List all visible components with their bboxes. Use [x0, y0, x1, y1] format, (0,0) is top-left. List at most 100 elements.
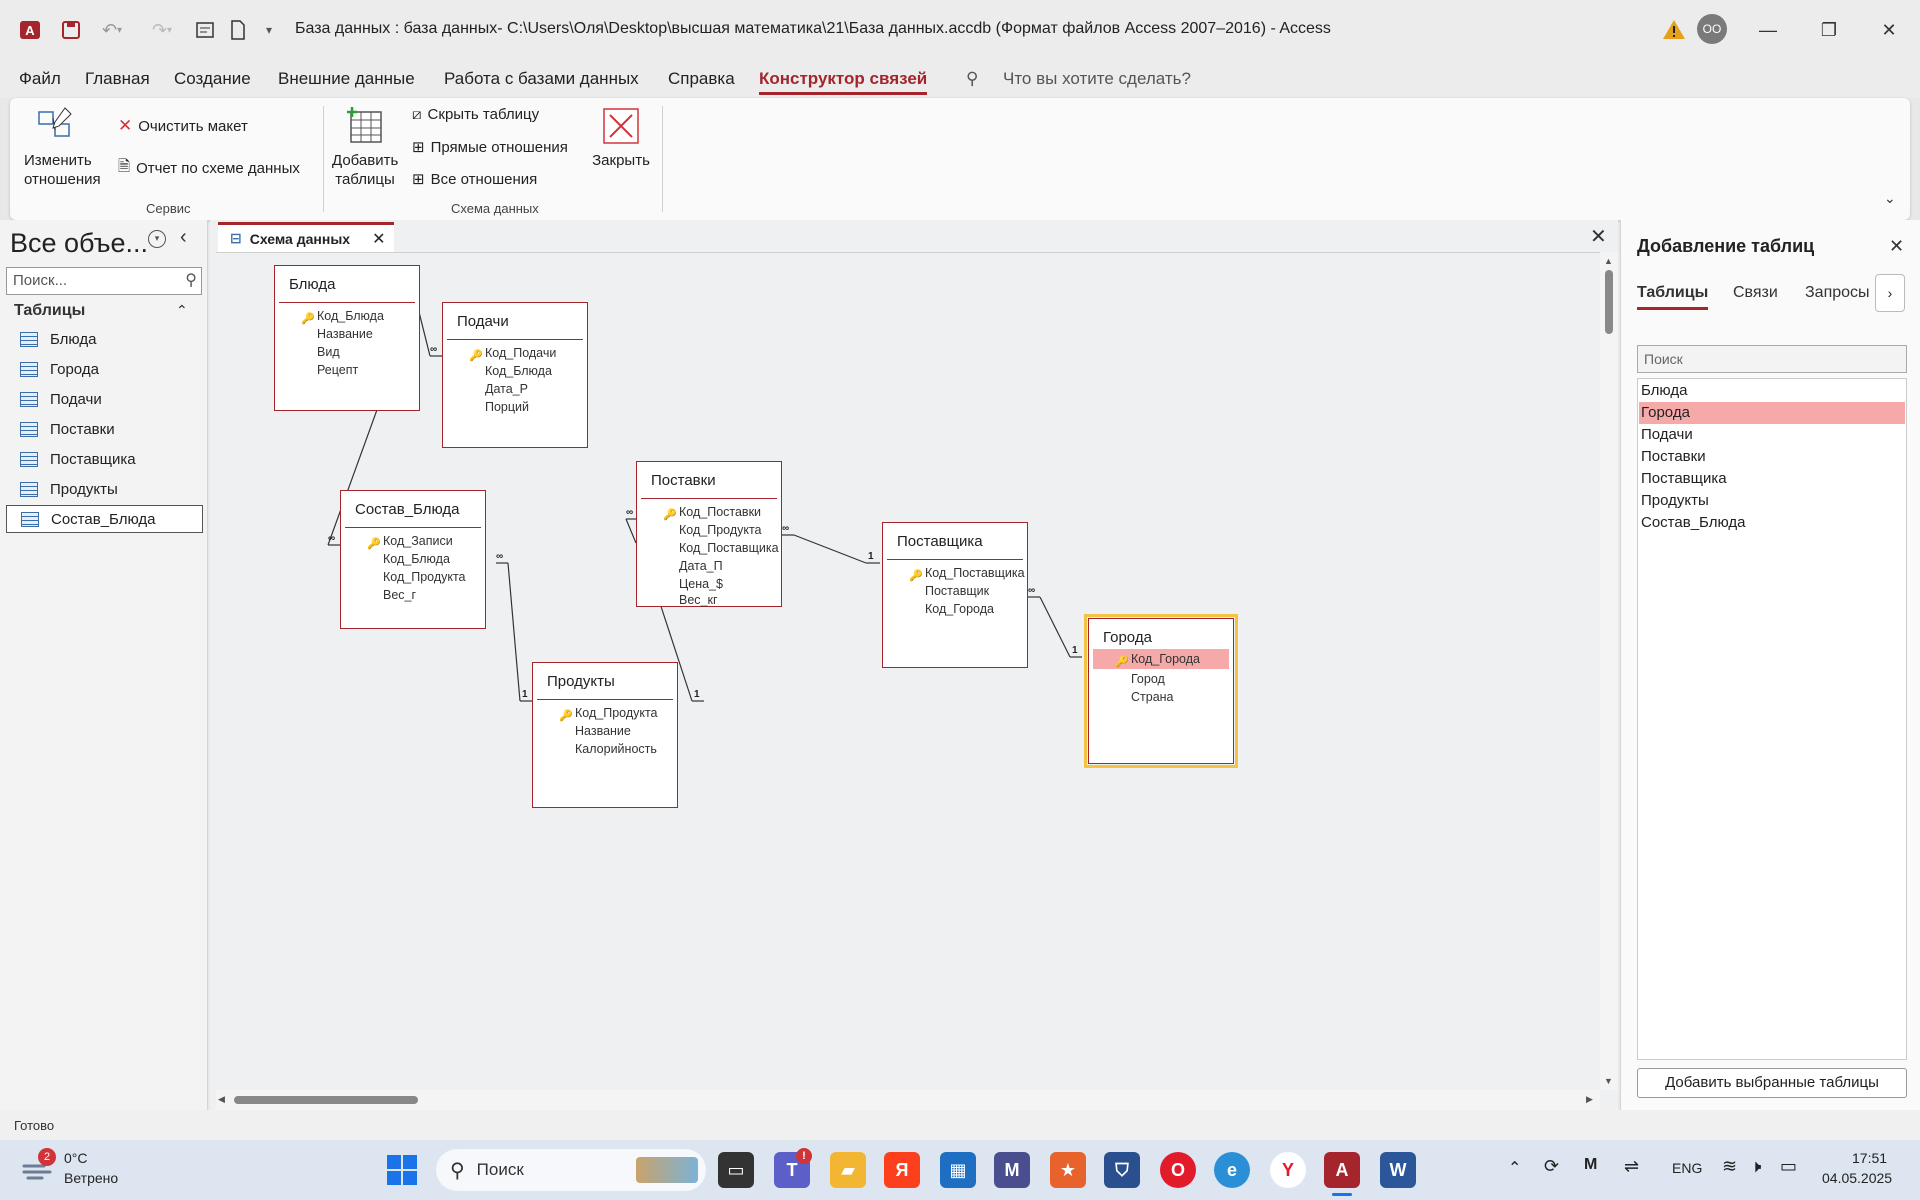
- table-field[interactable]: 🔑Код_Блюда: [279, 306, 415, 326]
- tab-external-data[interactable]: Внешние данные: [278, 69, 415, 88]
- shield-icon[interactable]: ⛉: [1104, 1152, 1140, 1188]
- table-window-cities[interactable]: Города 🔑Код_Города Город Страна: [1084, 614, 1238, 768]
- table-field[interactable]: Код_Поставщика: [641, 538, 779, 558]
- scroll-left-icon[interactable]: ◀: [218, 1094, 225, 1104]
- sync-icon[interactable]: ⟳: [1544, 1156, 1560, 1176]
- table-window-products[interactable]: Продукты 🔑Код_Продукта Название Калорийн…: [532, 662, 678, 808]
- table-field[interactable]: Дата_П: [641, 556, 777, 576]
- close-relationships-button[interactable]: Закрыть: [590, 106, 652, 170]
- tab-relations[interactable]: Связи: [1733, 284, 1778, 301]
- new-document-icon[interactable]: [224, 16, 252, 44]
- tab-queries[interactable]: Запросы: [1805, 284, 1870, 301]
- add-tables-button[interactable]: Добавить таблицы: [332, 106, 398, 189]
- clock-date[interactable]: 04.05.2025: [1822, 1170, 1893, 1186]
- file-explorer-icon[interactable]: ▰: [830, 1152, 866, 1188]
- user-avatar[interactable]: OO: [1697, 14, 1727, 44]
- add-selected-tables-button[interactable]: Добавить выбранные таблицы: [1637, 1068, 1907, 1098]
- table-field[interactable]: Дата_Р: [447, 379, 583, 399]
- nav-dropdown-icon[interactable]: ▾: [148, 230, 166, 248]
- table-field[interactable]: Порций: [447, 397, 583, 417]
- wifi-icon[interactable]: ≋: [1722, 1156, 1738, 1176]
- yandex-browser-icon[interactable]: Y: [1270, 1152, 1306, 1188]
- table-field[interactable]: Вес_кг: [641, 590, 777, 610]
- nav-item-dish-composition[interactable]: Состав_Блюда: [6, 505, 203, 533]
- relationship-line[interactable]: [625, 518, 637, 544]
- list-item[interactable]: Подачи: [1641, 426, 1693, 443]
- relationship-line[interactable]: [507, 562, 521, 702]
- table-window-dish-composition[interactable]: Состав_Блюда 🔑Код_Записи Код_Блюда Код_П…: [340, 490, 486, 629]
- app-tray-icon[interactable]: M: [1584, 1156, 1598, 1173]
- table-field[interactable]: Вес_г: [345, 585, 481, 605]
- table-window-suppliers[interactable]: Поставщика 🔑Код_Поставщика Поставщик Код…: [882, 522, 1028, 668]
- nav-item-servings[interactable]: Подачи: [6, 385, 203, 413]
- close-window-icon[interactable]: ✕: [1881, 19, 1897, 40]
- table-field[interactable]: Код_Продукта: [345, 567, 481, 587]
- horizontal-scrollbar[interactable]: ◀ ▶: [216, 1090, 1600, 1110]
- warning-icon[interactable]: [1662, 18, 1686, 42]
- opera-icon[interactable]: O: [1160, 1152, 1196, 1188]
- table-field[interactable]: Город: [1093, 669, 1229, 689]
- access-taskbar-icon[interactable]: A: [1324, 1152, 1360, 1188]
- mail-app-icon[interactable]: M: [994, 1152, 1030, 1188]
- clear-layout-button[interactable]: ✕ Очистить макет: [118, 116, 248, 136]
- table-field[interactable]: Код_Города: [887, 599, 1023, 619]
- nav-item-suppliers[interactable]: Поставщика: [6, 445, 203, 473]
- nav-section-tables[interactable]: Таблицы: [14, 302, 86, 319]
- start-icon[interactable]: [386, 1154, 418, 1186]
- taskbar-search[interactable]: ⚲ Поиск: [436, 1149, 706, 1191]
- vertical-scrollbar[interactable]: ▲ ▼: [1600, 252, 1618, 1090]
- relationship-line[interactable]: [327, 395, 383, 546]
- nav-item-deliveries[interactable]: Поставки: [6, 415, 203, 443]
- collapse-nav-icon[interactable]: ‹: [180, 226, 187, 248]
- redo-icon[interactable]: ↷ ▾: [151, 19, 173, 40]
- tab-help[interactable]: Справка: [668, 69, 735, 88]
- close-pane-icon[interactable]: ✕: [1889, 236, 1905, 256]
- edit-relationships-button[interactable]: Изменить отношения: [24, 106, 101, 189]
- close-tab-icon[interactable]: ✕: [372, 230, 386, 248]
- table-field[interactable]: Код_Продукта: [641, 520, 777, 540]
- table-field[interactable]: Вид: [279, 342, 415, 362]
- weather-desc[interactable]: Ветрено: [64, 1170, 119, 1186]
- collapse-section-icon[interactable]: ⌃: [176, 302, 188, 318]
- list-item[interactable]: Блюда: [1641, 382, 1688, 399]
- app-icon[interactable]: ★: [1050, 1152, 1086, 1188]
- tab-relationships-document[interactable]: ⊟ Схема данных ✕: [218, 222, 394, 252]
- list-item-selected[interactable]: Города: [1639, 402, 1905, 424]
- table-field[interactable]: 🔑Код_Поставки: [641, 502, 777, 522]
- scroll-up-icon[interactable]: ▲: [1604, 256, 1613, 266]
- table-field[interactable]: 🔑Код_Продукта: [537, 703, 673, 723]
- table-window-servings[interactable]: Подачи 🔑Код_Подачи Код_Блюда Дата_Р Порц…: [442, 302, 588, 448]
- table-field[interactable]: Название: [279, 324, 415, 344]
- tab-file[interactable]: Файл: [19, 69, 61, 88]
- tab-home[interactable]: Главная: [85, 69, 150, 88]
- nav-search-input[interactable]: Поиск... ⚲: [6, 267, 202, 295]
- list-item[interactable]: Состав_Блюда: [1641, 514, 1746, 531]
- tab-create[interactable]: Создание: [174, 69, 251, 88]
- customize-qat-icon[interactable]: ▾: [265, 23, 273, 37]
- relationship-line[interactable]: [417, 307, 431, 357]
- battery-icon[interactable]: ▭: [1780, 1156, 1798, 1176]
- form-icon[interactable]: [190, 16, 220, 44]
- list-item[interactable]: Поставщика: [1641, 470, 1727, 487]
- collapse-ribbon-icon[interactable]: ⌄: [1884, 190, 1896, 206]
- all-relationships-button[interactable]: ⊞ Все отношения: [412, 170, 537, 189]
- pane-search-input[interactable]: Поиск: [1637, 345, 1907, 373]
- table-field[interactable]: 🔑Код_Записи: [345, 531, 481, 551]
- table-field-selected[interactable]: 🔑Код_Города: [1093, 649, 1229, 669]
- tell-me-input[interactable]: Что вы хотите сделать?: [1003, 69, 1191, 88]
- search-icon[interactable]: ⚲: [966, 69, 979, 88]
- volume-icon[interactable]: 🕨: [1750, 1156, 1762, 1176]
- nav-item-dishes[interactable]: Блюда: [6, 325, 203, 353]
- undo-icon[interactable]: ↶ ▾: [101, 19, 123, 40]
- word-icon[interactable]: W: [1380, 1152, 1416, 1188]
- table-field[interactable]: Страна: [1093, 687, 1229, 707]
- close-document-icon[interactable]: ✕: [1590, 226, 1607, 248]
- settings-tray-icon[interactable]: ⇌: [1624, 1156, 1640, 1176]
- relationships-diagram[interactable]: 1 ∞ ∞ ∞ 1 ∞ 1 ∞ 1 ∞ 1 Блюда 🔑Код_Блюда Н…: [216, 252, 1600, 1090]
- hide-table-button[interactable]: ⧄ Скрыть таблицу: [412, 106, 539, 123]
- direct-relationships-button[interactable]: ⊞ Прямые отношения: [412, 138, 568, 157]
- more-tabs-icon[interactable]: ›: [1875, 274, 1905, 312]
- nav-item-cities[interactable]: Города: [6, 355, 203, 383]
- tab-relationship-design[interactable]: Конструктор связей: [759, 69, 928, 95]
- scroll-down-icon[interactable]: ▼: [1604, 1076, 1613, 1086]
